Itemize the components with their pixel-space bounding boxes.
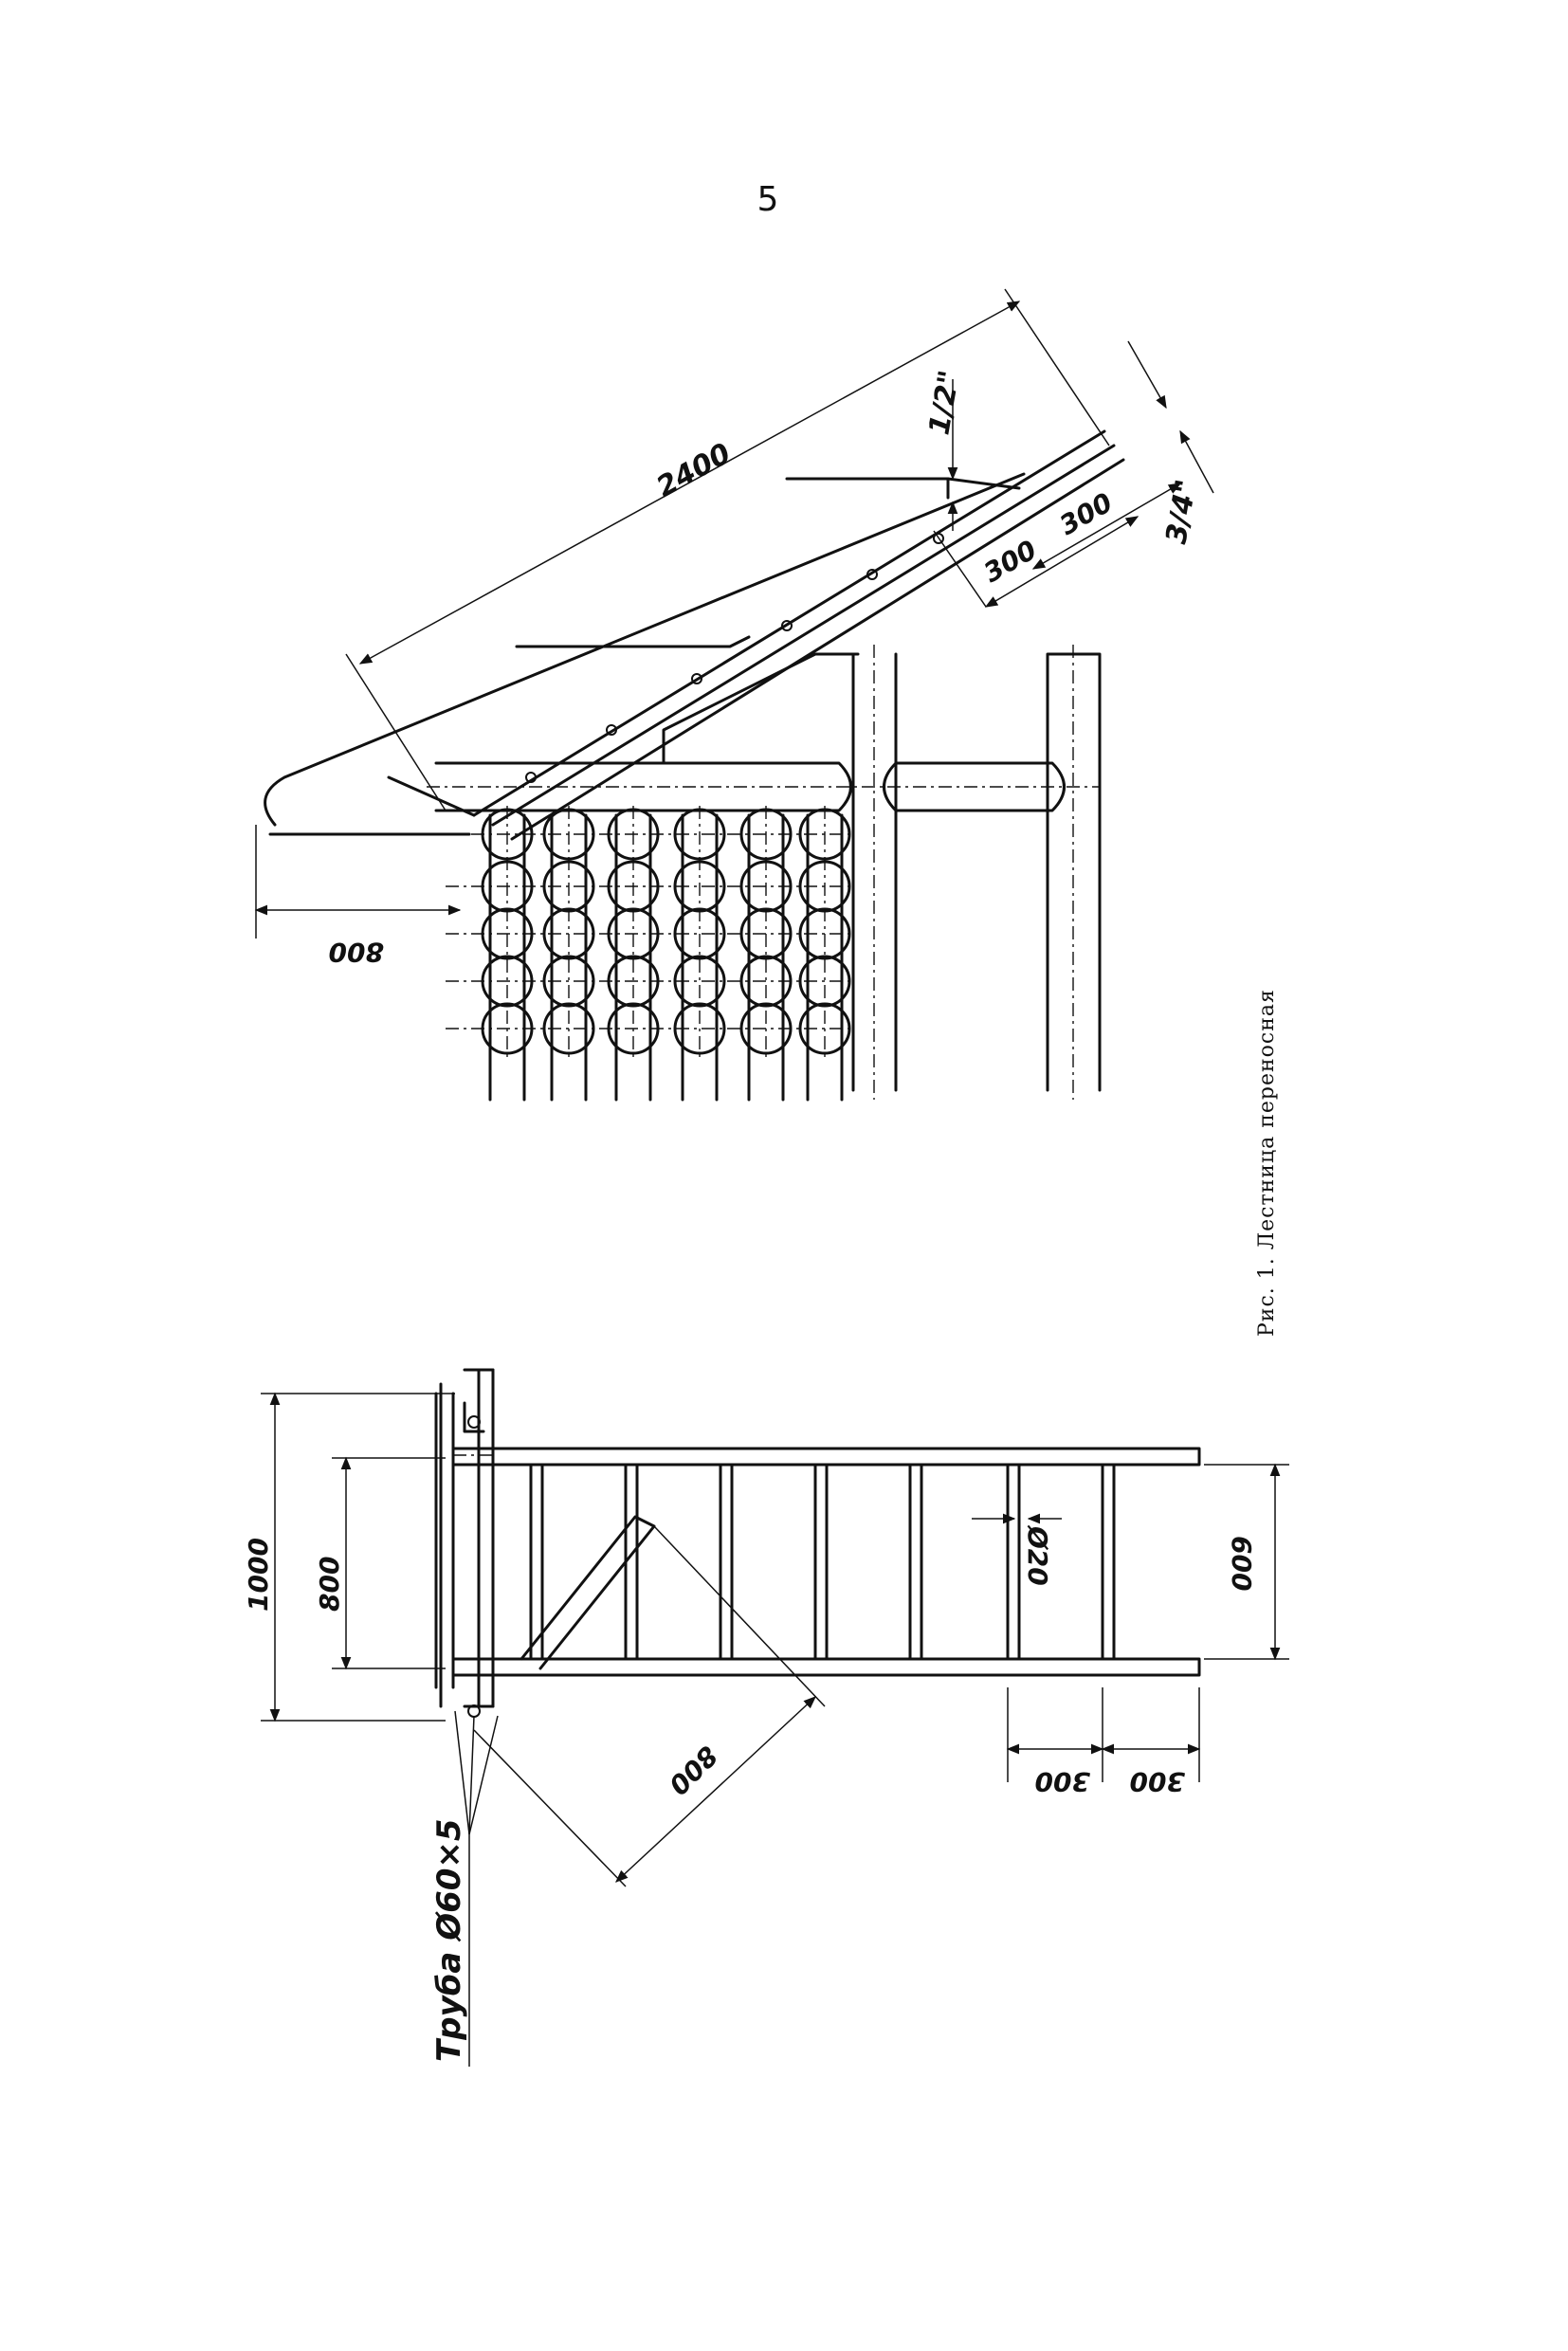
figure-caption: Рис. 1. Лестница переносная [1255, 989, 1279, 1337]
tube-column [614, 813, 652, 1102]
tube-column [747, 813, 785, 1102]
dimension-800-diagonal: 800 [473, 1525, 826, 1887]
tube-column [550, 813, 588, 1102]
dim-rung-diameter-label: Ø20 [1022, 1524, 1053, 1586]
dim-diagonal-label: 800 [663, 1740, 724, 1801]
page-number: 5 [757, 180, 779, 219]
tube-column [806, 813, 844, 1102]
dim-total-height-label: 1000 [243, 1538, 274, 1612]
ladder-side-rungs [529, 1463, 1116, 1661]
ladder-rung [813, 1463, 829, 1661]
ladder-rung [1006, 1463, 1021, 1661]
hook [439, 1382, 485, 1718]
side-view: 1000 800 600 Ø20 800 [243, 1368, 1289, 2067]
dim-pipe-side-label: 3/4" [1159, 477, 1203, 546]
dimension-hook-800: 800 [254, 825, 462, 968]
dimension-rung-diameter: Ø20 [972, 1513, 1062, 1586]
dim-inner-height-label: 800 [314, 1557, 345, 1612]
dim-spacing-b-label: 300 [1130, 1766, 1185, 1797]
ladder-rung [529, 1463, 544, 1661]
pipe-label: Труба Ø60×5 [430, 1818, 468, 2062]
dimension-three-quarter-inch: 3/4" [1127, 340, 1214, 546]
pipe-leader: Труба Ø60×5 [430, 1710, 499, 2067]
dimension-1000: 1000 [243, 1392, 455, 1722]
dimension-rung-spacing: 300 300 [1006, 1687, 1201, 1797]
dim-pipe-top-label: 1/2" [922, 368, 966, 437]
ladder-stringers [387, 429, 1125, 841]
vertical-pipe-right [1046, 645, 1102, 1100]
support-plate [662, 652, 860, 765]
dim-spacing-a-label: 300 [1035, 1766, 1090, 1797]
tube-column [488, 813, 526, 1102]
dimension-2400: 2400 [345, 288, 1110, 811]
top-view: 2400 1/2" 3/4" 300 300 800 [254, 288, 1214, 1102]
diagonal-brace [520, 1515, 656, 1670]
tube-column [681, 813, 719, 1102]
dim-length-label: 2400 [651, 437, 737, 504]
horizontal-header-pipe [427, 761, 1100, 812]
dim-step-b-label: 300 [1054, 486, 1118, 541]
tube-bank [446, 806, 853, 1102]
ladder-rung [1101, 1463, 1116, 1661]
vertical-pipe-middle [851, 645, 898, 1100]
dim-hook-label: 800 [329, 937, 384, 968]
dimension-600: 600 [1204, 1463, 1289, 1661]
ladder-rung [908, 1463, 923, 1661]
dimension-800-vertical: 800 [314, 1456, 446, 1670]
dim-width-label: 600 [1226, 1536, 1257, 1591]
ladder-rung [719, 1463, 734, 1661]
